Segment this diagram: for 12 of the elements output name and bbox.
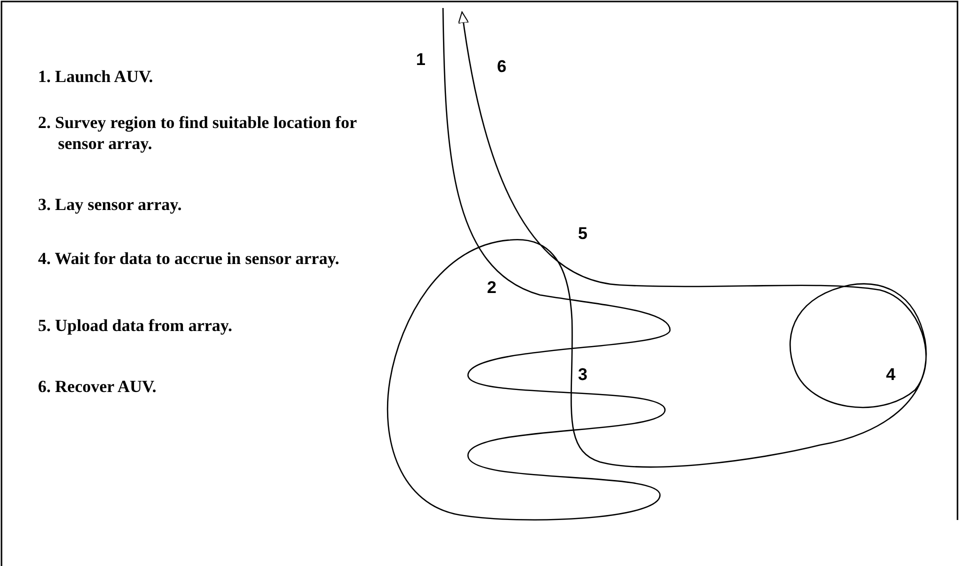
callout-number: 3 xyxy=(578,365,588,385)
step-text: 2. Survey region to find suitable location for sensor array. xyxy=(38,112,358,154)
callout-number: 6 xyxy=(497,57,506,77)
step-text: 3. Lay sensor array. xyxy=(38,194,183,215)
step-text: 5. Upload data from array. xyxy=(38,315,234,336)
step-text: 1. Launch AUV. xyxy=(38,66,154,87)
callout-number: 4 xyxy=(886,365,896,385)
callout-number: 1 xyxy=(416,50,426,70)
callout-number: 5 xyxy=(578,224,588,244)
step-text: 4. Wait for data to accrue in sensor array. xyxy=(38,248,340,269)
callout-number: 2 xyxy=(487,278,496,298)
step-text: 6. Recover AUV. xyxy=(38,376,158,397)
